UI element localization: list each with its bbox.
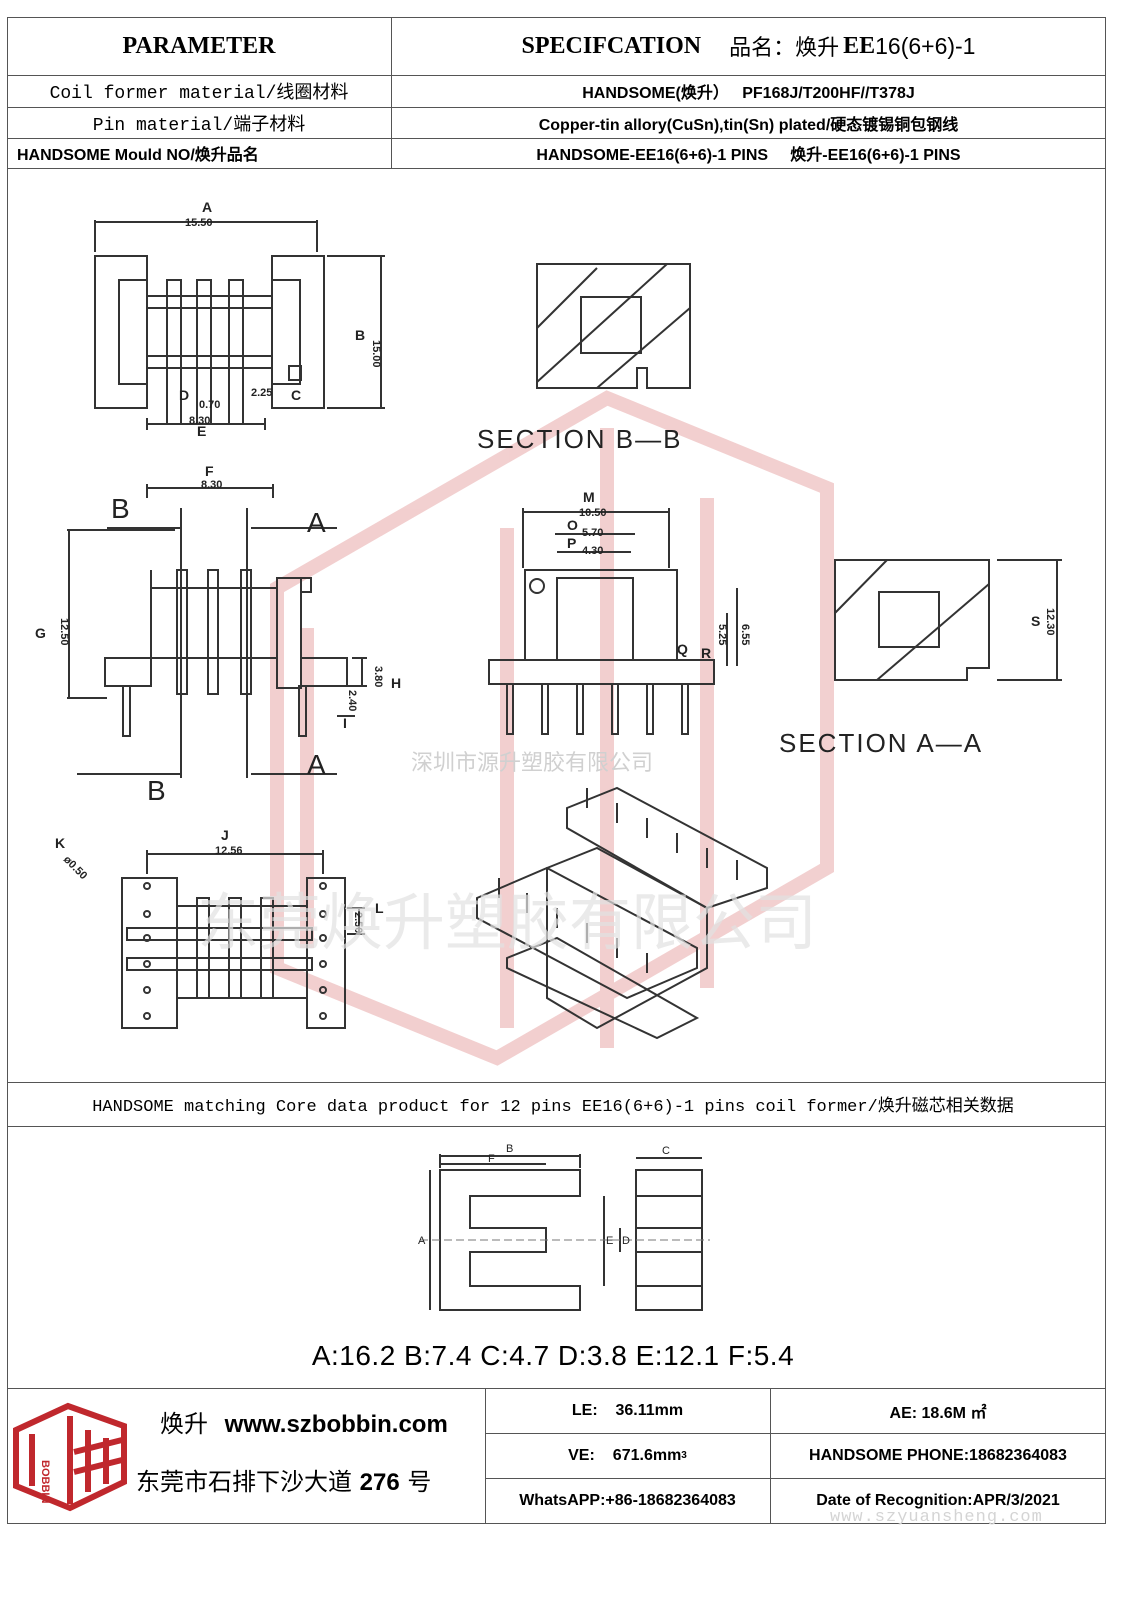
header-divider (391, 17, 392, 168)
footer-brand-line: 焕升 www.szbobbin.com (160, 1404, 448, 1439)
dim-c-value: 2.25 (251, 387, 272, 399)
dim-d-label: D (179, 387, 189, 403)
footer-brand: 焕升 (160, 1410, 208, 1438)
dim-r-label: R (701, 645, 711, 661)
dim-g-label: G (35, 625, 46, 641)
product-code-bold: EE (843, 32, 876, 59)
dim-k-value: ø0.50 (61, 854, 89, 882)
spec-value-coil: HANDSOME(焕升） PF168J/T200HF//T378J (582, 85, 915, 102)
footer-address-prefix: 东莞市石排下沙大道 (136, 1468, 352, 1496)
dim-l-label: L (375, 900, 384, 916)
footer-address-suffix: 号 (407, 1468, 432, 1496)
footer-phone: HANDSOME PHONE:18682364083 (809, 1446, 1067, 1464)
dim-p-value: 4.30 (582, 545, 603, 557)
core-label-b: B (506, 1143, 513, 1155)
footer-date: Date of Recognition:APR/3/2021 (816, 1492, 1060, 1509)
core-label-a: A (418, 1235, 426, 1247)
spec-label-pin: Pin material/端子材料 (92, 115, 306, 136)
dim-r-value: 6.55 (739, 624, 751, 645)
row-line (7, 168, 1106, 169)
dim-i-value: 2.40 (346, 690, 358, 711)
spec-value-mould: HANDSOME-EE16(6+6)-1 PINS 焕升-EE16(6+6)-1… (536, 147, 961, 164)
dim-q-label: Q (677, 641, 688, 657)
dim-l-value: 2.50 (352, 912, 364, 933)
section-marker-a-bottom: A (307, 749, 326, 780)
dim-j-label: J (221, 827, 229, 843)
section-marker-a-top: A (307, 507, 326, 538)
section-marker-b-top: B (111, 493, 130, 524)
footer-le: LE: 36.11mm (571, 1401, 684, 1419)
dim-k-label: K (55, 835, 65, 851)
footer-divider (485, 1388, 486, 1524)
dim-h-value: 3.80 (372, 666, 384, 687)
footer-ve-value: 671.6mm (612, 1446, 682, 1464)
product-name-label: 品名：焕升 (729, 36, 840, 61)
parameter-heading: PARAMETER (122, 32, 276, 59)
dim-b-value: 15.00 (370, 340, 382, 368)
row-line (7, 1082, 1106, 1083)
footer-ve-sup: 3 (681, 1450, 687, 1461)
watermark-logo (270, 390, 834, 1066)
dim-p-label: P (567, 535, 576, 551)
spec-value-pin: Copper-tin allory(CuSn),tin(Sn) plated/硬… (538, 116, 959, 134)
dim-d-value: 0.70 (199, 399, 220, 411)
core-data-title: HANDSOME matching Core data product for … (92, 1098, 1014, 1117)
section-aa-label: SECTION A—A (779, 728, 983, 758)
watermark-text-small: 深圳市源升塑胶有限公司 (411, 751, 653, 776)
dim-s-value: 12.30 (1044, 608, 1056, 636)
dim-i-label: I (343, 715, 347, 731)
dim-j-value: 12.56 (215, 845, 243, 857)
dim-e-label: E (197, 423, 206, 439)
document-frame (7, 17, 1106, 1524)
footer-address-number: 276 (359, 1469, 400, 1496)
footer-website: www.szbobbin.com (224, 1411, 448, 1438)
row-line (485, 1433, 1106, 1434)
dim-o-label: O (567, 517, 578, 533)
product-code-rest: 16(6+6)-1 (875, 32, 976, 59)
watermark-text-large: 东莞焕升塑胶有限公司 (197, 886, 817, 959)
core-label-d: D (622, 1235, 630, 1247)
row-line (7, 1388, 1106, 1389)
row-line (7, 1126, 1106, 1127)
footer-watermark-url: www.szyuansheng.com (830, 1508, 1043, 1527)
footer-ae: AE: 18.6M ㎡ (889, 1404, 987, 1422)
core-dimensions: A:16.2 B:7.4 C:4.7 D:3.8 E:12.1 F:5.4 (311, 1340, 795, 1371)
row-line (7, 138, 1106, 139)
row-line (7, 107, 1106, 108)
spec-label-mould: HANDSOME Mould NO/焕升品名 (17, 147, 259, 164)
dim-a-label: A (202, 199, 212, 215)
specification-heading: SPECIFCATION 品名：焕升 EE 16(6+6)-1 (391, 17, 1106, 75)
dim-s-label: S (1031, 613, 1040, 629)
section-marker-b-bottom: B (147, 775, 166, 806)
dim-m-label: M (583, 489, 595, 505)
logo-side-text: BOBBIN (39, 1460, 51, 1503)
dim-b-label: B (355, 327, 365, 343)
dim-e-value: 8.30 (189, 415, 210, 427)
dim-h-label: H (391, 675, 401, 691)
dim-f-label: F (205, 463, 214, 479)
handsome-logo: BOBBIN (13, 1402, 127, 1512)
core-label-c: C (662, 1145, 670, 1157)
dim-f-value: 8.30 (201, 479, 222, 491)
core-label-f: F (488, 1153, 495, 1165)
row-line (485, 1478, 1106, 1479)
dim-q-value: 5.25 (716, 624, 728, 645)
footer-ve-label: VE: (568, 1446, 595, 1464)
footer-divider (770, 1388, 771, 1524)
dim-o-value: 5.70 (582, 527, 603, 539)
footer-whatsapp: WhatsAPP:+86-18682364083 (519, 1492, 736, 1509)
core-drawing: B F C A E D (418, 1143, 710, 1311)
spec-label-coil: Coil former material/线圈材料 (49, 84, 349, 104)
dim-c-label: C (291, 387, 301, 403)
coil-former-drawing: A 15.50 B 15.00 C 2.25 D 0.70 E 8.30 F 8… (35, 199, 1062, 1066)
core-label-e: E (606, 1235, 613, 1247)
dim-m-value: 10.50 (579, 507, 607, 519)
dim-g-value: 12.50 (58, 618, 70, 646)
dim-a-value: 15.50 (185, 217, 213, 229)
specification-label: SPECIFCATION (521, 32, 702, 59)
row-line (7, 75, 1106, 76)
section-bb-label: SECTION B—B (477, 424, 682, 454)
footer-address: 东莞市石排下沙大道 276 号 (136, 1462, 431, 1497)
